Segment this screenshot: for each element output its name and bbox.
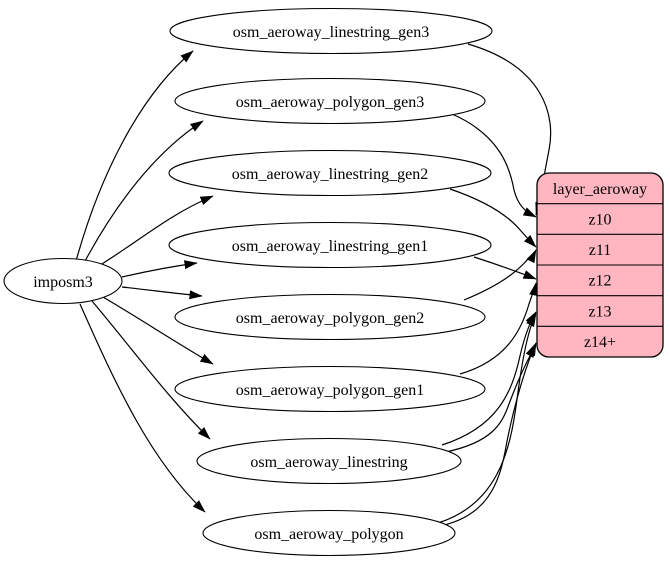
table-node-shape bbox=[174, 77, 486, 125]
edge-imposm3-polygon-gen3 bbox=[83, 120, 204, 264]
table-node-label: osm_aeroway_linestring bbox=[250, 454, 407, 471]
table-node-osm-aeroway-polygon-gen3: osm_aeroway_polygon_gen3 bbox=[174, 77, 486, 125]
edges-to-layer bbox=[434, 43, 552, 528]
source-node-shape bbox=[3, 257, 123, 305]
table-node-osm-aeroway-linestring-gen1: osm_aeroway_linestring_gen1 bbox=[168, 221, 492, 269]
table-node-label: osm_aeroway_polygon_gen3 bbox=[236, 94, 424, 111]
edge-polygon-z14 bbox=[434, 342, 537, 528]
table-node-osm-aeroway-polygon-gen2: osm_aeroway_polygon_gen2 bbox=[174, 293, 486, 341]
layer-node-title: layer_aeroway bbox=[553, 181, 647, 198]
edge-linestring-z14 bbox=[445, 344, 537, 453]
table-node-label: osm_aeroway_polygon bbox=[254, 526, 403, 543]
layer-row-z14: z14+ bbox=[584, 334, 616, 351]
edge-imposm3-linestring-gen3 bbox=[75, 50, 194, 262]
edge-imposm3-linestring-gen1 bbox=[121, 260, 198, 278]
table-node-label: osm_aeroway_linestring_gen3 bbox=[233, 24, 429, 41]
edge-linestring-gen1-z12 bbox=[473, 256, 537, 280]
layer-row-z11: z11 bbox=[589, 242, 612, 259]
table-node-label: osm_aeroway_linestring_gen2 bbox=[232, 166, 428, 183]
edge-imposm3-linestring-gen2 bbox=[96, 195, 214, 268]
table-node-shape bbox=[169, 7, 493, 55]
table-node-shape bbox=[168, 221, 492, 269]
table-node-osm-aeroway-linestring: osm_aeroway_linestring bbox=[196, 437, 462, 485]
edge-polygon-gen1-z12 bbox=[459, 282, 538, 375]
table-node-label: osm_aeroway_linestring_gen1 bbox=[232, 238, 428, 255]
edge-linestring-gen2-z11 bbox=[449, 188, 537, 248]
table-node-shape bbox=[174, 293, 486, 341]
table-node-osm-aeroway-linestring-gen3: osm_aeroway_linestring_gen3 bbox=[169, 7, 493, 55]
table-node-shape bbox=[168, 149, 492, 197]
table-node-osm-aeroway-polygon: osm_aeroway_polygon bbox=[202, 509, 456, 557]
layer-row-z10: z10 bbox=[588, 212, 611, 229]
table-node-shape bbox=[196, 437, 462, 485]
edge-polygon-gen2-z11 bbox=[463, 249, 537, 301]
table-node-osm-aeroway-polygon-gen1: osm_aeroway_polygon_gen1 bbox=[174, 365, 486, 413]
table-node-label: osm_aeroway_polygon_gen1 bbox=[236, 382, 424, 399]
source-node-imposm3: imposm3 bbox=[3, 257, 123, 305]
edge-imposm3-polygon-gen1 bbox=[102, 296, 214, 365]
table-node-shape bbox=[174, 365, 486, 413]
layer-row-z12: z12 bbox=[588, 273, 611, 290]
source-node-label: imposm3 bbox=[33, 274, 93, 291]
edge-imposm3-polygon bbox=[79, 303, 206, 513]
edge-imposm3-linestring bbox=[91, 300, 211, 440]
table-node-shape bbox=[202, 509, 456, 557]
table-node-osm-aeroway-linestring-gen2: osm_aeroway_linestring_gen2 bbox=[168, 149, 492, 197]
edge-imposm3-polygon-gen2 bbox=[121, 286, 203, 300]
table-node-label: osm_aeroway_polygon_gen2 bbox=[236, 310, 424, 327]
layer-row-z13: z13 bbox=[588, 304, 611, 321]
edge-polygon-z13 bbox=[437, 313, 537, 524]
edge-polygon-gen3-z10 bbox=[451, 113, 537, 218]
layer-node: layer_aeroway z10 z11 z12 z13 z14+ bbox=[536, 172, 664, 358]
edges-from-source bbox=[75, 50, 214, 513]
